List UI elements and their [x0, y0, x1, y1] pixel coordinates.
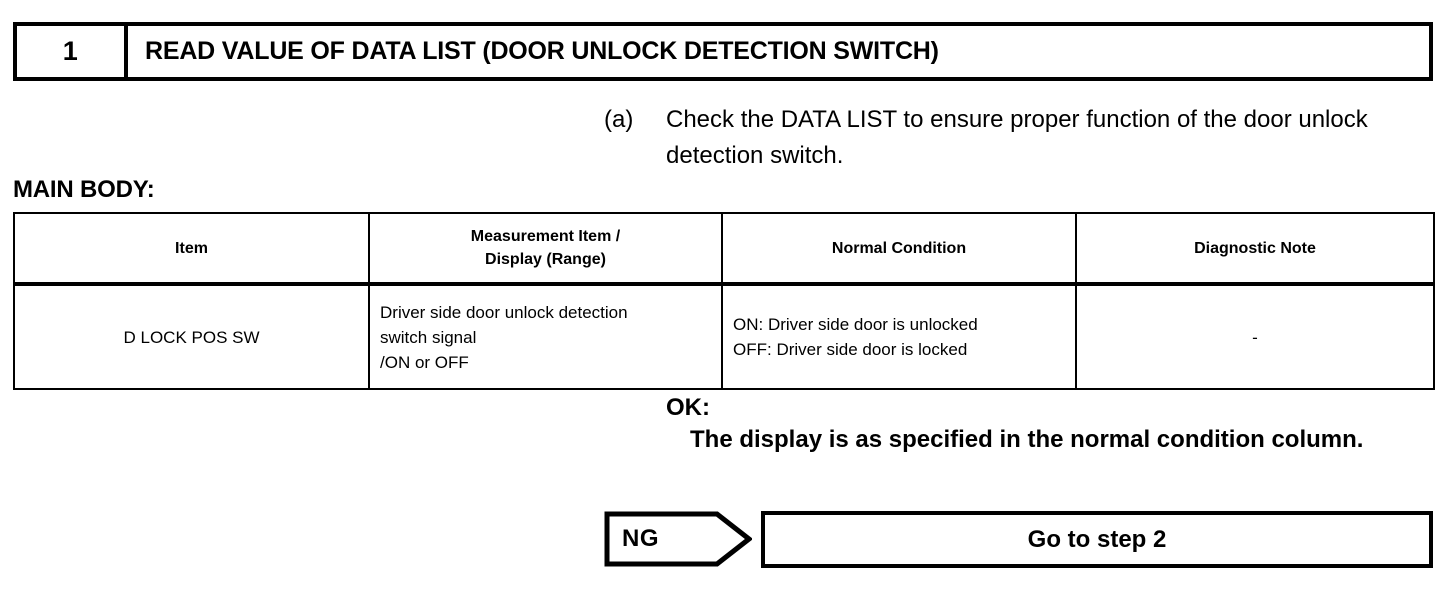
- instruction-marker: (a): [604, 106, 634, 133]
- data-list-table: Item Measurement Item / Display (Range) …: [13, 212, 1435, 390]
- column-header-measurement-line-2: Display (Range): [485, 251, 606, 268]
- column-header-diagnostic-note: Diagnostic Note: [1075, 212, 1435, 284]
- cell-measurement: Driver side door unlock detection switch…: [368, 284, 723, 390]
- ng-result-block: NG Go to step 2: [604, 509, 1434, 571]
- column-header-item: Item: [13, 212, 370, 284]
- step-title: READ VALUE OF DATA LIST (DOOR UNLOCK DET…: [145, 37, 939, 65]
- instruction-text: Check the DATA LIST to ensure proper fun…: [666, 106, 1368, 169]
- cell-measurement-line-3: /ON or OFF: [380, 352, 469, 372]
- step-header-bar: 1 READ VALUE OF DATA LIST (DOOR UNLOCK D…: [13, 22, 1433, 81]
- table-header-row: Item Measurement Item / Display (Range) …: [13, 212, 1435, 284]
- separator-cell-4: [1075, 282, 1435, 286]
- data-list-table-wrapper: Item Measurement Item / Display (Range) …: [13, 212, 1435, 390]
- cell-diagnostic-note: -: [1075, 284, 1435, 390]
- go-to-step-box[interactable]: Go to step 2: [761, 511, 1433, 568]
- go-to-step-label: Go to step 2: [1027, 525, 1167, 553]
- ng-arrow-shape: [604, 511, 752, 567]
- cell-normal-condition-line-1: ON: Driver side door is unlocked: [733, 315, 978, 334]
- cell-item: D LOCK POS SW: [13, 284, 370, 390]
- ok-text: The display is as specified in the norma…: [690, 426, 1364, 453]
- step-number: 1: [17, 26, 128, 77]
- ng-label: NG: [622, 525, 659, 552]
- column-header-measurement-line-1: Measurement Item /: [470, 228, 621, 245]
- separator-cell-2: [368, 282, 723, 286]
- cell-normal-condition: ON: Driver side door is unlocked OFF: Dr…: [721, 284, 1077, 390]
- separator-cell-3: [721, 282, 1077, 286]
- column-header-normal-condition: Normal Condition: [721, 212, 1077, 284]
- instruction-block: (a) Check the DATA LIST to ensure proper…: [604, 102, 1434, 174]
- cell-normal-condition-line-2: OFF: Driver side door is locked: [733, 340, 968, 359]
- main-body-label: MAIN BODY:: [13, 176, 155, 203]
- cell-measurement-line-1: Driver side door unlock detection: [380, 302, 628, 322]
- ok-label: OK:: [666, 394, 710, 421]
- column-header-measurement: Measurement Item / Display (Range): [368, 212, 723, 284]
- cell-measurement-line-2: switch signal: [380, 327, 477, 347]
- table-row: D LOCK POS SW Driver side door unlock de…: [13, 284, 1435, 390]
- table-header-separator: [13, 282, 1435, 286]
- separator-cell-1: [13, 282, 370, 286]
- ok-result-block: OK: The display is as specified in the n…: [666, 392, 1436, 456]
